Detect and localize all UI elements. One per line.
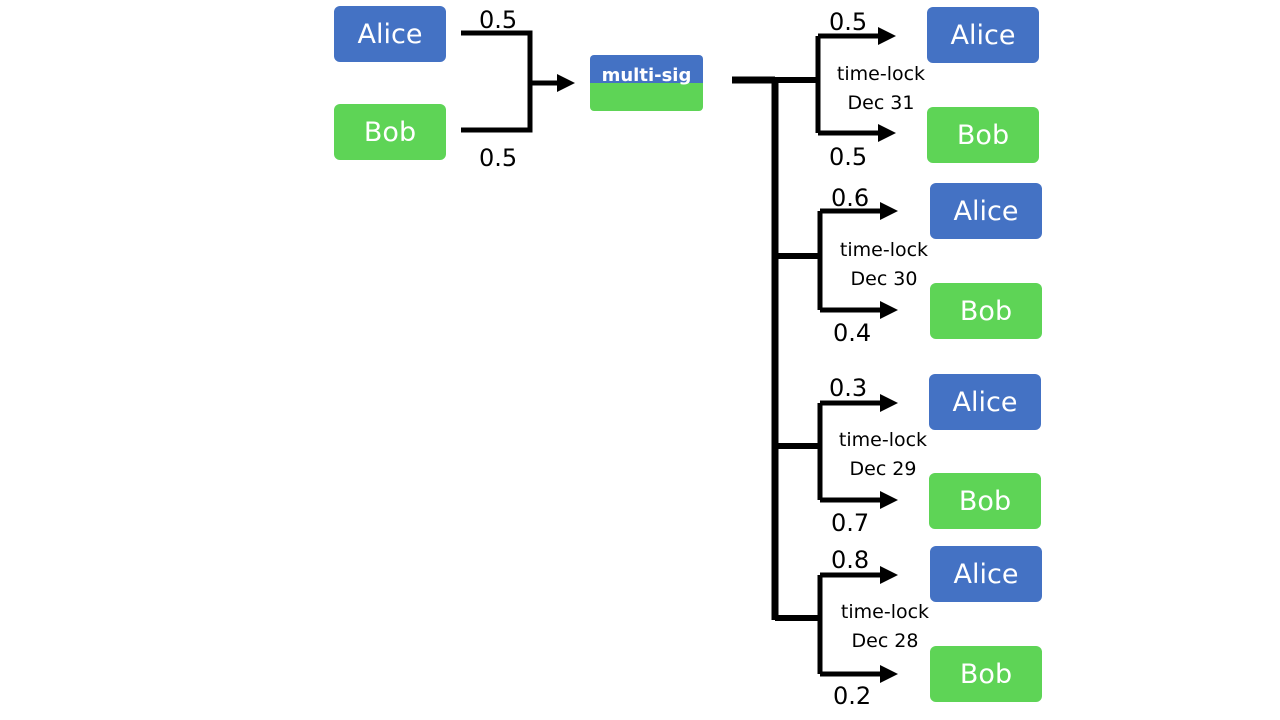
branch-4-timelock: time-lock Dec 28	[825, 598, 945, 656]
branch-2-alice-box: Alice	[930, 183, 1042, 239]
bob-input-line	[461, 83, 533, 133]
alice-input-box: Alice	[334, 6, 446, 62]
branch-4-alice-amount: 0.8	[831, 546, 870, 574]
branch-2-bob-arrowhead	[880, 301, 898, 319]
branch-2-bob-amount: 0.4	[833, 319, 872, 347]
branch-1-timelock-date: Dec 31	[847, 92, 915, 114]
branch-3-alice-arrowhead	[880, 394, 898, 412]
branch-1-alice-amount: 0.5	[829, 8, 868, 36]
branch-3-alice-amount: 0.3	[829, 374, 868, 402]
branch-1-bob-box: Bob	[927, 107, 1039, 163]
branch-2-timelock-date: Dec 30	[850, 268, 918, 290]
branch-1-bob-amount: 0.5	[829, 143, 868, 171]
branch-2-timelock-label: time-lock	[839, 239, 929, 261]
bob-input-box: Bob	[334, 104, 446, 160]
branch-2-bob-box: Bob	[930, 283, 1042, 339]
branch-1-timelock-label: time-lock	[836, 63, 926, 85]
bob-input-amount: 0.5	[479, 144, 518, 172]
branch-3-bob-arrowhead	[880, 491, 898, 509]
branch-4-bob-arrowhead	[880, 665, 898, 683]
branch-2-timelock: time-lock Dec 30	[824, 236, 944, 294]
branch-1-timelock: time-lock Dec 31	[821, 60, 941, 118]
branch-3-timelock-label: time-lock	[838, 429, 928, 451]
branch-3-alice-box: Alice	[929, 374, 1041, 430]
branch-3-timelock-date: Dec 29	[849, 458, 917, 480]
branch-1-bob-arrowhead	[878, 124, 896, 142]
branch-4-bob-amount: 0.2	[833, 682, 872, 710]
branch-1-alice-box: Alice	[927, 7, 1039, 63]
alice-input-amount: 0.5	[479, 6, 518, 34]
branch-2-alice-amount: 0.6	[831, 184, 870, 212]
multisig-box: multi-sig	[590, 55, 703, 111]
branch-4-bob-box: Bob	[930, 646, 1042, 702]
merge-arrowhead	[557, 74, 575, 92]
branch-4-alice-arrowhead	[880, 566, 898, 584]
branch-4-timelock-label: time-lock	[840, 601, 930, 623]
alice-input-line	[461, 30, 533, 83]
branch-4-timelock-date: Dec 28	[851, 630, 919, 652]
branch-2-alice-arrowhead	[880, 202, 898, 220]
branch-1-alice-arrowhead	[878, 27, 896, 45]
branch-3-bob-amount: 0.7	[831, 509, 870, 537]
multisig-label: multi-sig	[601, 65, 692, 86]
branch-3-bob-box: Bob	[929, 473, 1041, 529]
branch-3-timelock: time-lock Dec 29	[823, 426, 943, 484]
branch-4-alice-box: Alice	[930, 546, 1042, 602]
